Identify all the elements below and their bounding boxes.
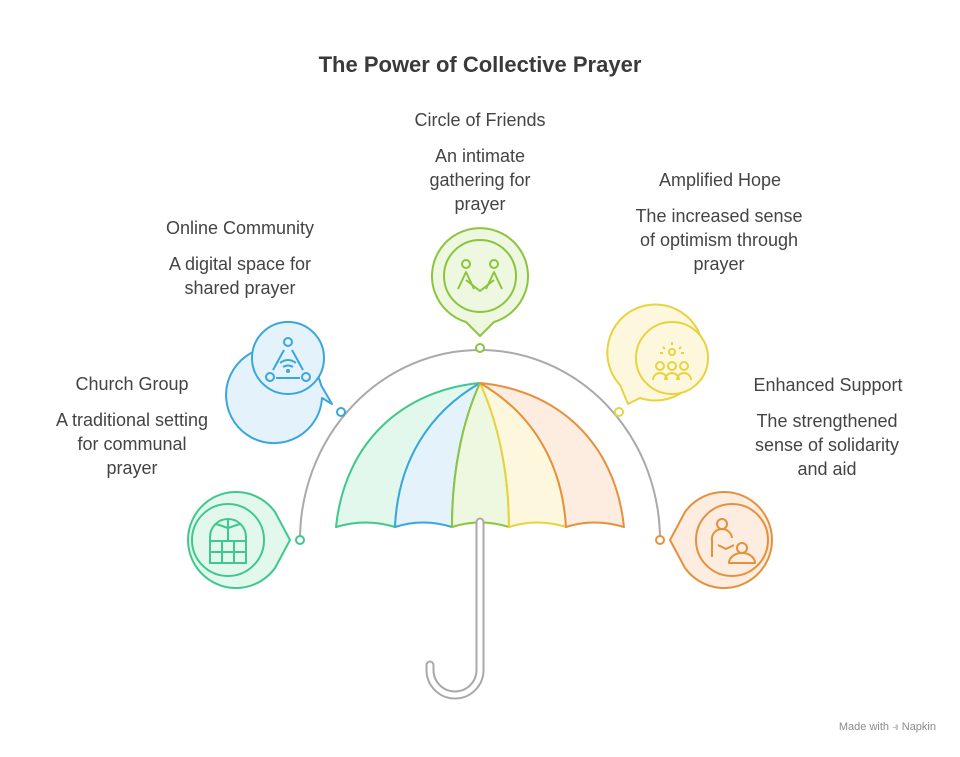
item-title-online-community: Online Community <box>165 218 315 238</box>
diagram-title: The Power of Collective Prayer <box>318 52 642 77</box>
connector-dot-church <box>295 535 305 545</box>
item-desc-enhanced-support: The strengthened sense of solidarity and… <box>754 411 900 479</box>
connector-dot-friends <box>475 343 485 353</box>
church-group-bubble <box>187 491 291 589</box>
connector-dot-online <box>336 407 346 417</box>
item-title-enhanced-support: Enhanced Support <box>753 375 903 395</box>
item-desc-church-group: A traditional setting for communal praye… <box>55 410 209 478</box>
canopy-panel-orange <box>479 382 625 528</box>
umbrella-handle <box>425 517 485 700</box>
connector-dot-hope <box>614 407 624 417</box>
item-desc-circle-of-friends: An intimate gathering for prayer <box>429 146 531 214</box>
online-community-bubble <box>225 321 333 445</box>
made-with-credit: Made with ⫣ Napkin <box>839 721 936 734</box>
item-title-church-group: Church Group <box>75 374 189 394</box>
item-desc-online-community: A digital space for shared prayer <box>168 254 312 298</box>
credit-brand: Napkin <box>901 721 936 733</box>
item-desc-amplified-hope: The increased sense of optimism through … <box>635 206 803 274</box>
friends-icon <box>457 259 503 292</box>
item-title-circle-of-friends: Circle of Friends <box>414 110 546 130</box>
network-icon <box>265 337 311 382</box>
circle-of-friends-bubble <box>431 227 529 337</box>
item-title-amplified-hope: Amplified Hope <box>658 170 782 190</box>
amplified-hope-bubble <box>606 303 709 405</box>
church-window-icon <box>209 518 247 564</box>
enhanced-support-bubble <box>669 491 773 589</box>
umbrella-handle-inner <box>427 519 483 698</box>
napkin-logo-icon: ⫣ <box>892 721 899 733</box>
group-sun-icon <box>652 342 692 381</box>
umbrella-canopy <box>335 382 625 528</box>
connector-dot-support <box>655 535 665 545</box>
support-icon <box>710 518 756 564</box>
credit-prefix: Made with <box>838 721 890 733</box>
